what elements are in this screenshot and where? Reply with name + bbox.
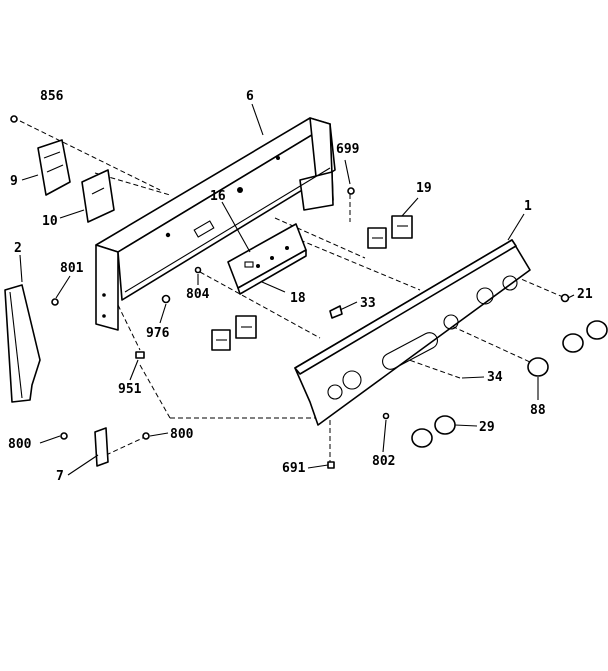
callout-1: 1 [524,199,532,214]
callout-804: 804 [186,287,210,302]
leader-lines [19,120,564,463]
callout-21: 21 [577,287,593,302]
callout-10: 10 [42,214,58,229]
hardware [10,115,570,469]
callout-88: 88 [530,403,546,418]
callout-6: 6 [246,89,254,104]
callout-951: 951 [118,382,142,397]
knobs-part-29 [411,415,456,448]
callout-9: 9 [10,174,18,189]
part-16-control-board [227,223,307,295]
callout-2: 2 [14,241,22,256]
callout-16: 16 [210,189,226,204]
callout-33: 33 [360,296,376,311]
part-6-backguard-frame [95,117,336,331]
part-2-end-cap [4,284,41,403]
part-19-switch-pair-upper [367,215,413,249]
part-10-bracket [81,169,115,223]
knobs-right [562,320,608,353]
part-7-bracket [94,427,109,467]
callout-800-right: 800 [170,427,194,442]
callout-801: 801 [60,261,84,276]
callout-19: 19 [416,181,432,196]
callout-691: 691 [282,461,306,476]
part-19-switch-pair-lower [211,315,257,351]
part-9-bracket [37,139,71,196]
callout-7: 7 [56,469,64,484]
callout-34: 34 [487,370,503,385]
callout-labels: 856 6 699 9 10 19 1 16 2 801 804 18 33 2… [8,89,593,484]
callout-976: 976 [146,326,170,341]
callout-800-left: 800 [8,437,32,452]
callout-pointers [19,103,575,476]
part-1-control-panel [294,239,531,426]
callout-856: 856 [40,89,64,104]
callout-18: 18 [290,291,306,306]
callout-699: 699 [336,142,359,157]
callout-29: 29 [479,420,495,435]
knob-part-88 [527,357,549,377]
callout-802: 802 [372,454,395,469]
